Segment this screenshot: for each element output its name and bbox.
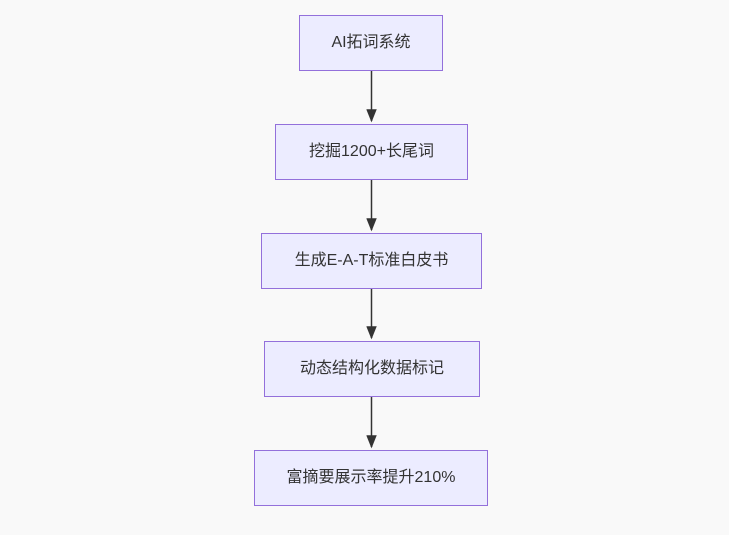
flow-node-structured-data-markup: 动态结构化数据标记 [264,341,480,397]
flow-node-label: 富摘要展示率提升210% [286,468,456,486]
flow-node-label: 动态结构化数据标记 [299,359,444,377]
flow-node-rich-snippet-result: 富摘要展示率提升210% [254,450,488,506]
flow-node-label: 生成E-A-T标准白皮书 [294,251,449,269]
flow-node-ai-keyword-system: AI拓词系统 [299,15,443,71]
flow-node-label: 挖掘1200+长尾词 [309,142,434,160]
flow-node-label: AI拓词系统 [331,33,411,51]
flow-node-eat-whitepaper: 生成E-A-T标准白皮书 [261,233,482,289]
flow-node-longtail-mining: 挖掘1200+长尾词 [275,124,468,180]
